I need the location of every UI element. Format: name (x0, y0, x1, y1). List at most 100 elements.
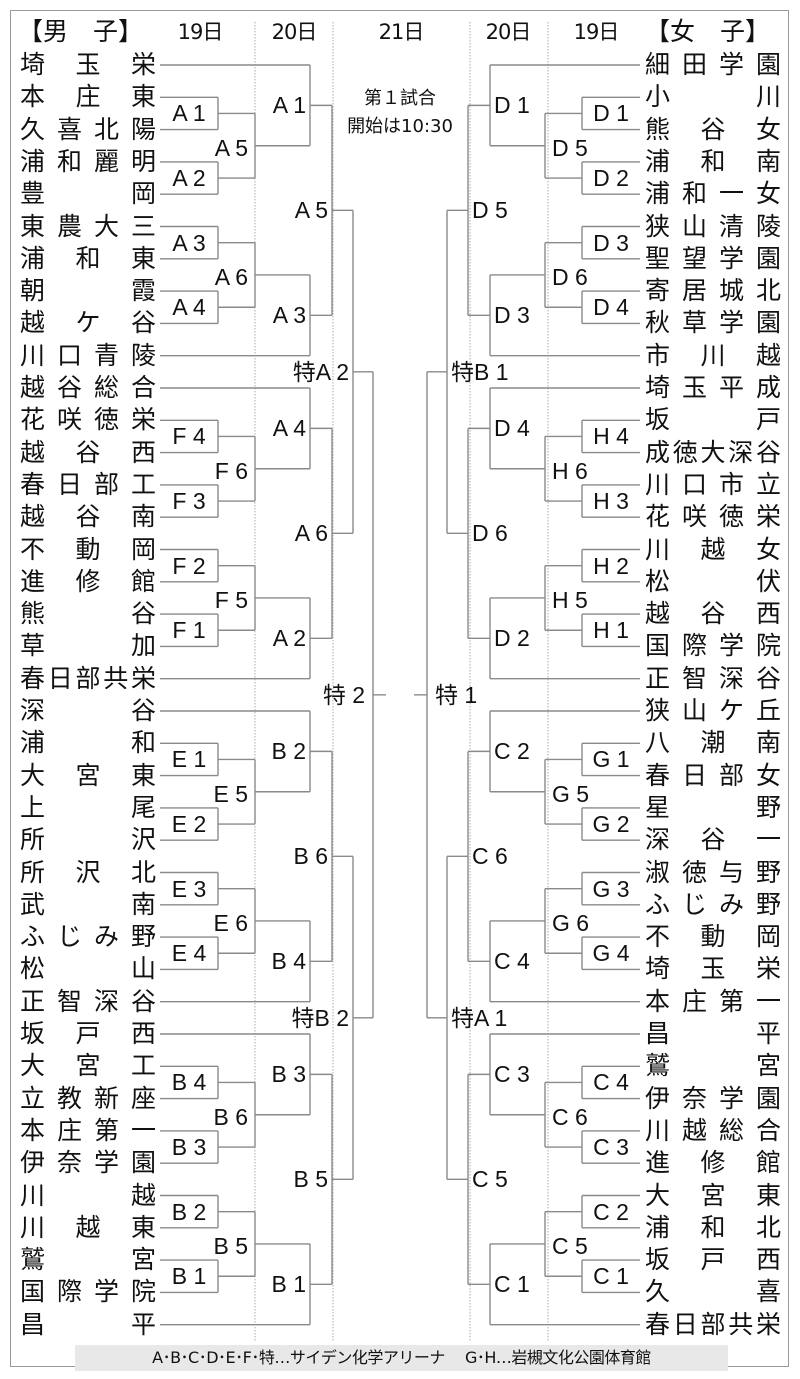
team-name: 川口市立 (645, 469, 781, 499)
match-label-day19-r1: E 2 (171, 811, 207, 838)
team-name: 国際学院 (20, 1277, 156, 1307)
team-name: 深谷 (20, 696, 156, 725)
team-name: 伊奈学園 (20, 1148, 156, 1178)
match-label-day19-r2: A 6 (214, 263, 248, 290)
match-label-day19-r1: B 4 (171, 1069, 207, 1096)
match-label-day19-r1: B 2 (171, 1198, 207, 1225)
team-name: 草加 (20, 631, 156, 661)
team-name: 埼玉栄 (645, 954, 781, 984)
team-name: 花咲徳栄 (645, 502, 781, 532)
team-name: 淑徳与野 (645, 857, 781, 887)
team-name: 不動岡 (20, 534, 156, 564)
team-name: 浦和北 (645, 1212, 781, 1242)
match-label-day19-r1: G 4 (592, 940, 630, 967)
date-header-men-20: 20日 (271, 20, 318, 44)
team-name: 小川 (645, 82, 781, 112)
match-label-day20: B 4 (271, 948, 306, 975)
match-label-day19-r2: C 6 (552, 1103, 588, 1130)
match-label-day20-second: A 5 (294, 197, 328, 224)
team-name: 埼玉平成 (645, 373, 781, 402)
match-label-day19-r1: B 3 (171, 1134, 207, 1161)
team-name: 本庄第一 (20, 1115, 156, 1145)
team-name: 浦和南 (645, 146, 781, 176)
match-label-day19-r1: F 4 (172, 423, 206, 450)
team-name: 越谷総合 (20, 373, 156, 402)
match-label-day20: D 3 (494, 302, 530, 329)
team-name: 花咲徳栄 (20, 405, 156, 435)
match-label-day19-r1: F 1 (172, 617, 206, 644)
match-label-day19-r1: A 4 (172, 294, 206, 321)
match-label-day19-r2: F 5 (214, 586, 248, 613)
match-label-day19-r1: E 3 (171, 875, 207, 902)
match-label-day19-r1: C 1 (593, 1263, 629, 1290)
match-label-day20: A 2 (272, 625, 306, 652)
match-label-day19-r2: E 6 (213, 909, 248, 936)
match-label-day20: A 4 (272, 415, 306, 442)
match-label-day20: A 1 (272, 92, 306, 119)
match-label-day20-second: C 5 (472, 1166, 508, 1193)
team-name: 本庄第一 (645, 986, 781, 1016)
team-name: 大宮東 (645, 1180, 781, 1210)
team-name: ふじみ野 (645, 889, 781, 919)
match-label-day20: D 4 (494, 415, 530, 442)
team-name: 市川越 (645, 340, 781, 370)
match-label-day20-second: D 5 (472, 197, 508, 224)
team-name: 川越女 (645, 534, 781, 564)
match-label-day20: C 3 (494, 1061, 530, 1088)
team-name: 国際学院 (645, 631, 781, 661)
match-label-special: 特A 1 (451, 1004, 508, 1031)
match-label-day19-r1: B 1 (171, 1263, 207, 1290)
team-name: 狭山ケ丘 (645, 696, 781, 725)
match-label-day19-r2: B 6 (213, 1103, 248, 1130)
match-label-day19-r1: H 1 (593, 617, 629, 644)
match-label-day19-r1: C 2 (593, 1198, 629, 1225)
date-header-women-19: 19日 (573, 20, 620, 44)
team-name: 熊谷女 (645, 114, 781, 144)
team-name: 聖望学園 (645, 243, 781, 273)
team-name: 進修館 (20, 566, 156, 596)
match-label-day19-r2: H 5 (552, 586, 588, 613)
team-name: 東農大三 (20, 211, 156, 241)
team-name: 大宮工 (20, 1051, 156, 1081)
team-name: 越谷西 (645, 599, 781, 629)
match-label-day19-r1: H 2 (593, 552, 629, 579)
match-label-day19-r2: B 5 (213, 1232, 248, 1259)
match-label-day19-r1: E 4 (171, 940, 207, 967)
team-name: 春日部共栄 (645, 1309, 781, 1339)
start-time-note: 開始は10:30 (347, 116, 453, 137)
match-label-day19-r1: G 2 (592, 811, 630, 838)
team-name: 成徳大深谷 (645, 437, 781, 467)
team-name: 豊岡 (20, 179, 156, 209)
team-name: 寄居城北 (645, 276, 781, 306)
match-label-day20: C 2 (494, 738, 530, 765)
team-name: 本庄東 (20, 82, 156, 112)
team-name: 浦和麗明 (20, 146, 156, 176)
team-name: 細田学園 (645, 50, 781, 79)
match-label-day19-r2: A 5 (214, 134, 248, 161)
match-label-day19-r1: G 1 (592, 746, 630, 773)
match-label-day19-r1: C 3 (593, 1134, 629, 1161)
match-label-day20-second: D 6 (472, 520, 508, 547)
team-name: 伊奈学園 (645, 1083, 781, 1113)
match-label-day19-r2: D 6 (552, 263, 588, 290)
match-label-day19-r1: A 2 (172, 165, 206, 192)
team-name: 久喜 (645, 1277, 781, 1307)
match-label-day20: A 3 (272, 302, 306, 329)
match-label-day20-second: B 5 (293, 1166, 328, 1193)
men-title: 【男 子】 (18, 17, 144, 46)
team-name: 八潮南 (645, 728, 781, 758)
team-name: 浦和 (20, 728, 156, 758)
match-label-day20-second: C 6 (472, 843, 508, 870)
team-name: 進修館 (645, 1148, 781, 1178)
match-label-day20: D 1 (494, 92, 530, 119)
match-label-special: 特B 2 (291, 1004, 349, 1031)
team-name: 所沢北 (20, 857, 156, 887)
match-label-day20: C 4 (494, 948, 530, 975)
match-label-day19-r1: H 4 (593, 423, 629, 450)
team-name: 秋草学園 (645, 308, 781, 338)
team-name: 正智深谷 (645, 663, 781, 693)
team-name: 狭山清陵 (645, 211, 781, 241)
team-name: 越ケ谷 (20, 308, 156, 338)
match-label-final: 特 1 (435, 681, 478, 708)
team-name: 浦和東 (20, 243, 156, 273)
